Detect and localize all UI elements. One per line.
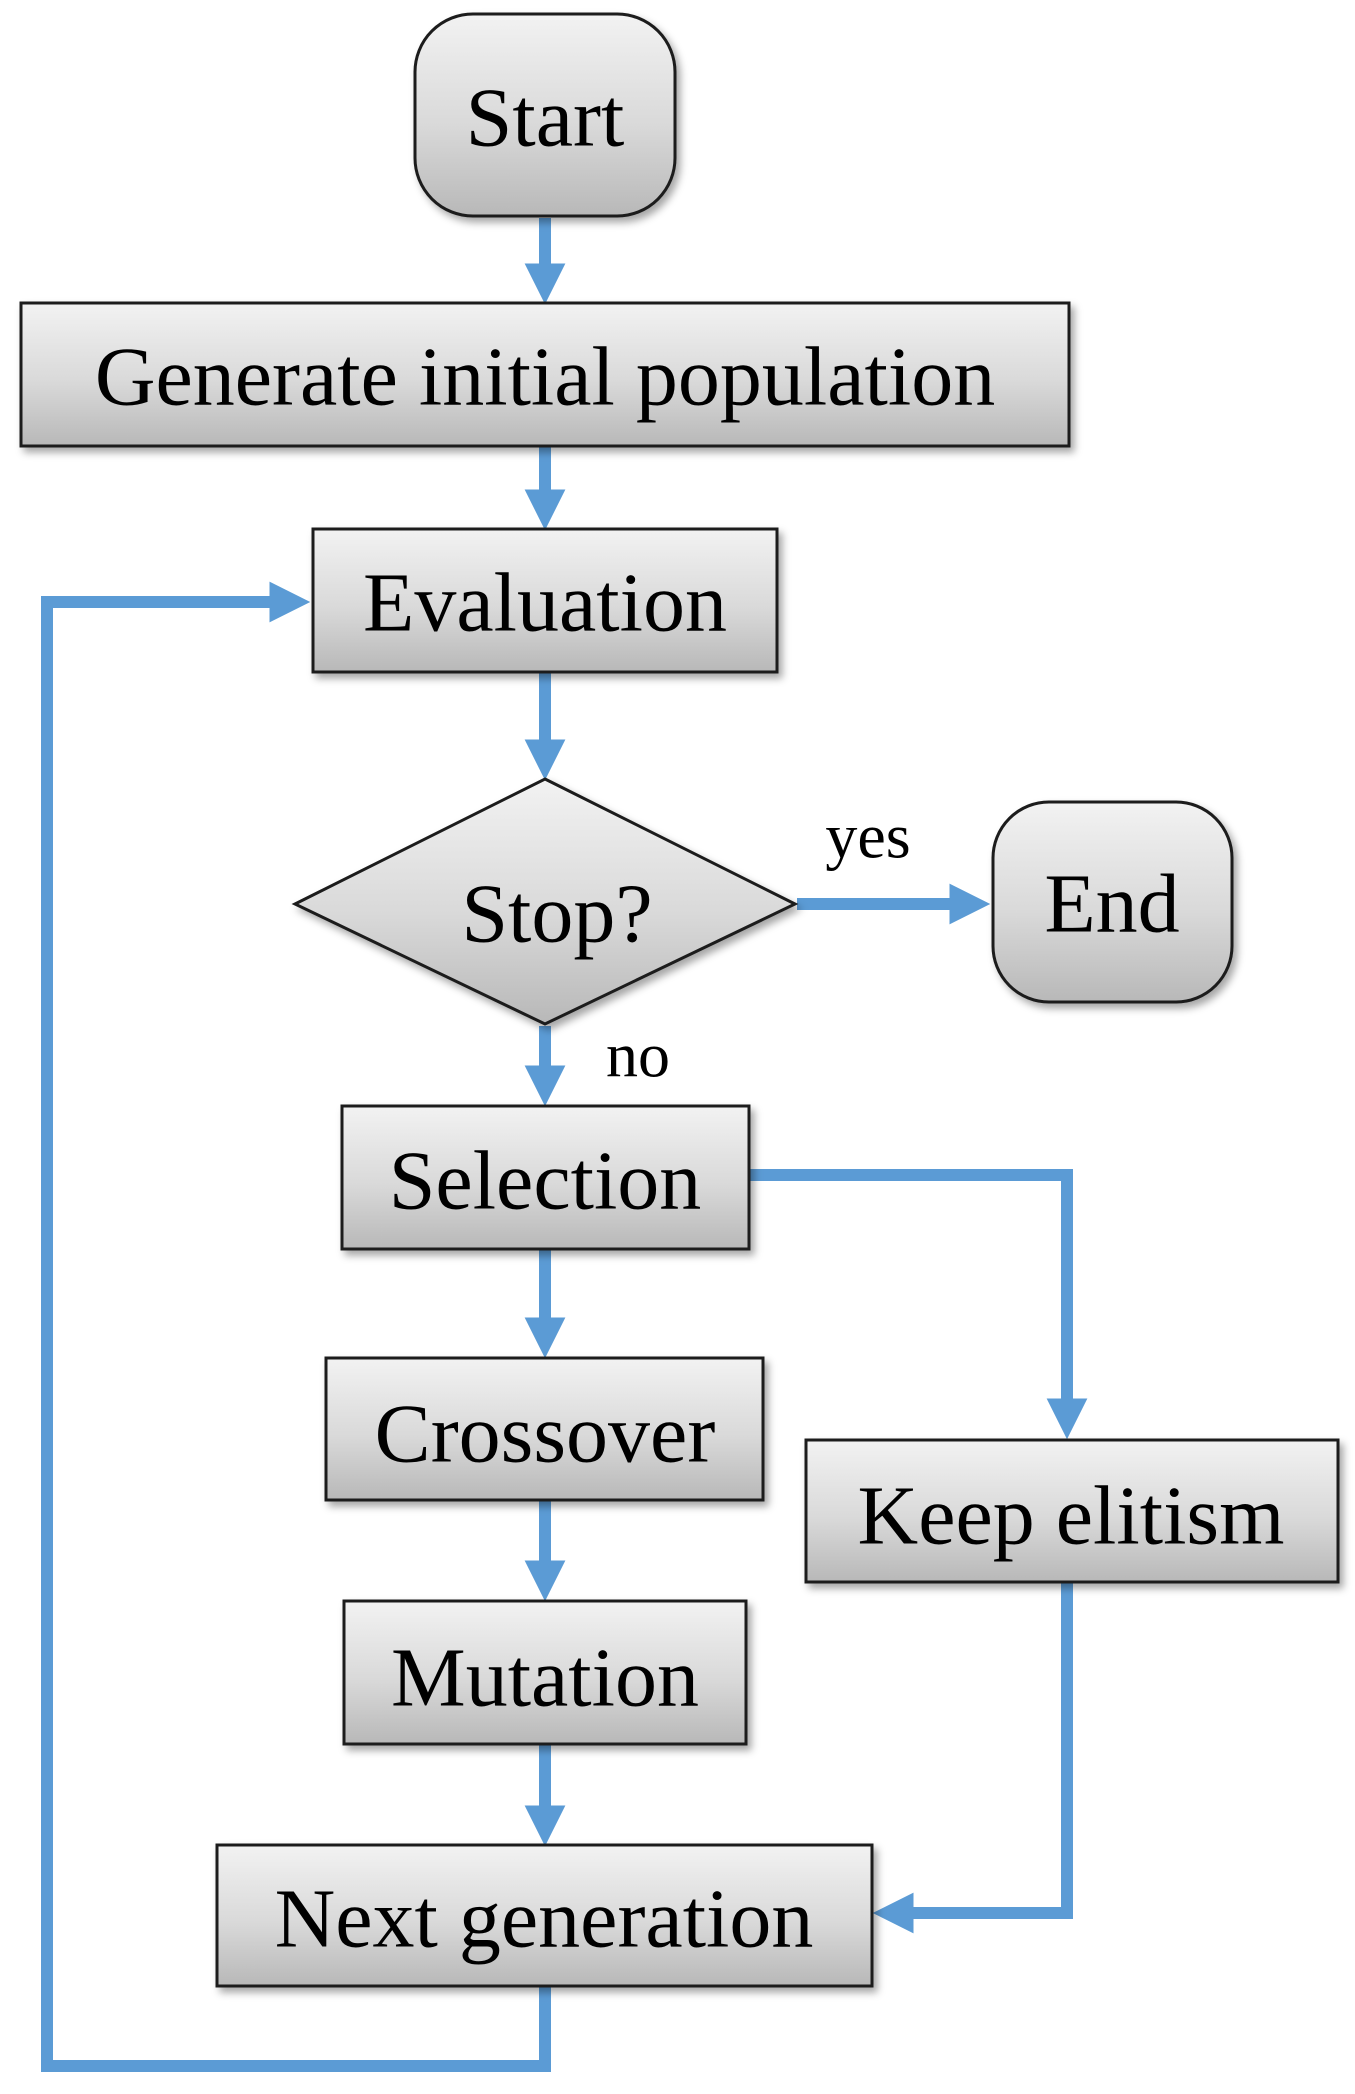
start-node: Start: [413, 12, 677, 218]
selection-label: Selection: [389, 1135, 702, 1228]
generate-node: Generate initial population: [19, 301, 1071, 448]
start-label: Start: [466, 72, 625, 165]
next-generation-label: Next generation: [275, 1873, 814, 1966]
crossover-label: Crossover: [375, 1388, 716, 1481]
crossover-node: Crossover: [324, 1356, 765, 1502]
no-label: no: [606, 1020, 670, 1091]
stop-decision-node: Stop?: [291, 777, 799, 1026]
connectors: [41, 218, 1088, 2072]
arrow-next-generation-loop-to-evaluation: [41, 581, 551, 2072]
end-node: End: [991, 800, 1234, 1004]
keep-elitism-node: Keep elitism: [804, 1438, 1340, 1584]
end-label: End: [1044, 858, 1179, 951]
arrow-selection-to-keep-elitism: [749, 1169, 1088, 1440]
generate-label: Generate initial population: [95, 331, 995, 424]
yes-label: yes: [825, 801, 910, 872]
selection-node: Selection: [340, 1104, 751, 1251]
evaluation-label: Evaluation: [363, 557, 727, 650]
keep-elitism-label: Keep elitism: [858, 1470, 1285, 1563]
mutation-node: Mutation: [342, 1599, 748, 1746]
evaluation-node: Evaluation: [311, 527, 779, 674]
stop-label: Stop?: [461, 868, 652, 961]
mutation-label: Mutation: [391, 1632, 699, 1725]
arrow-keep-elitism-to-next-generation: [872, 1583, 1073, 1934]
next-generation-node: Next generation: [215, 1843, 874, 1988]
